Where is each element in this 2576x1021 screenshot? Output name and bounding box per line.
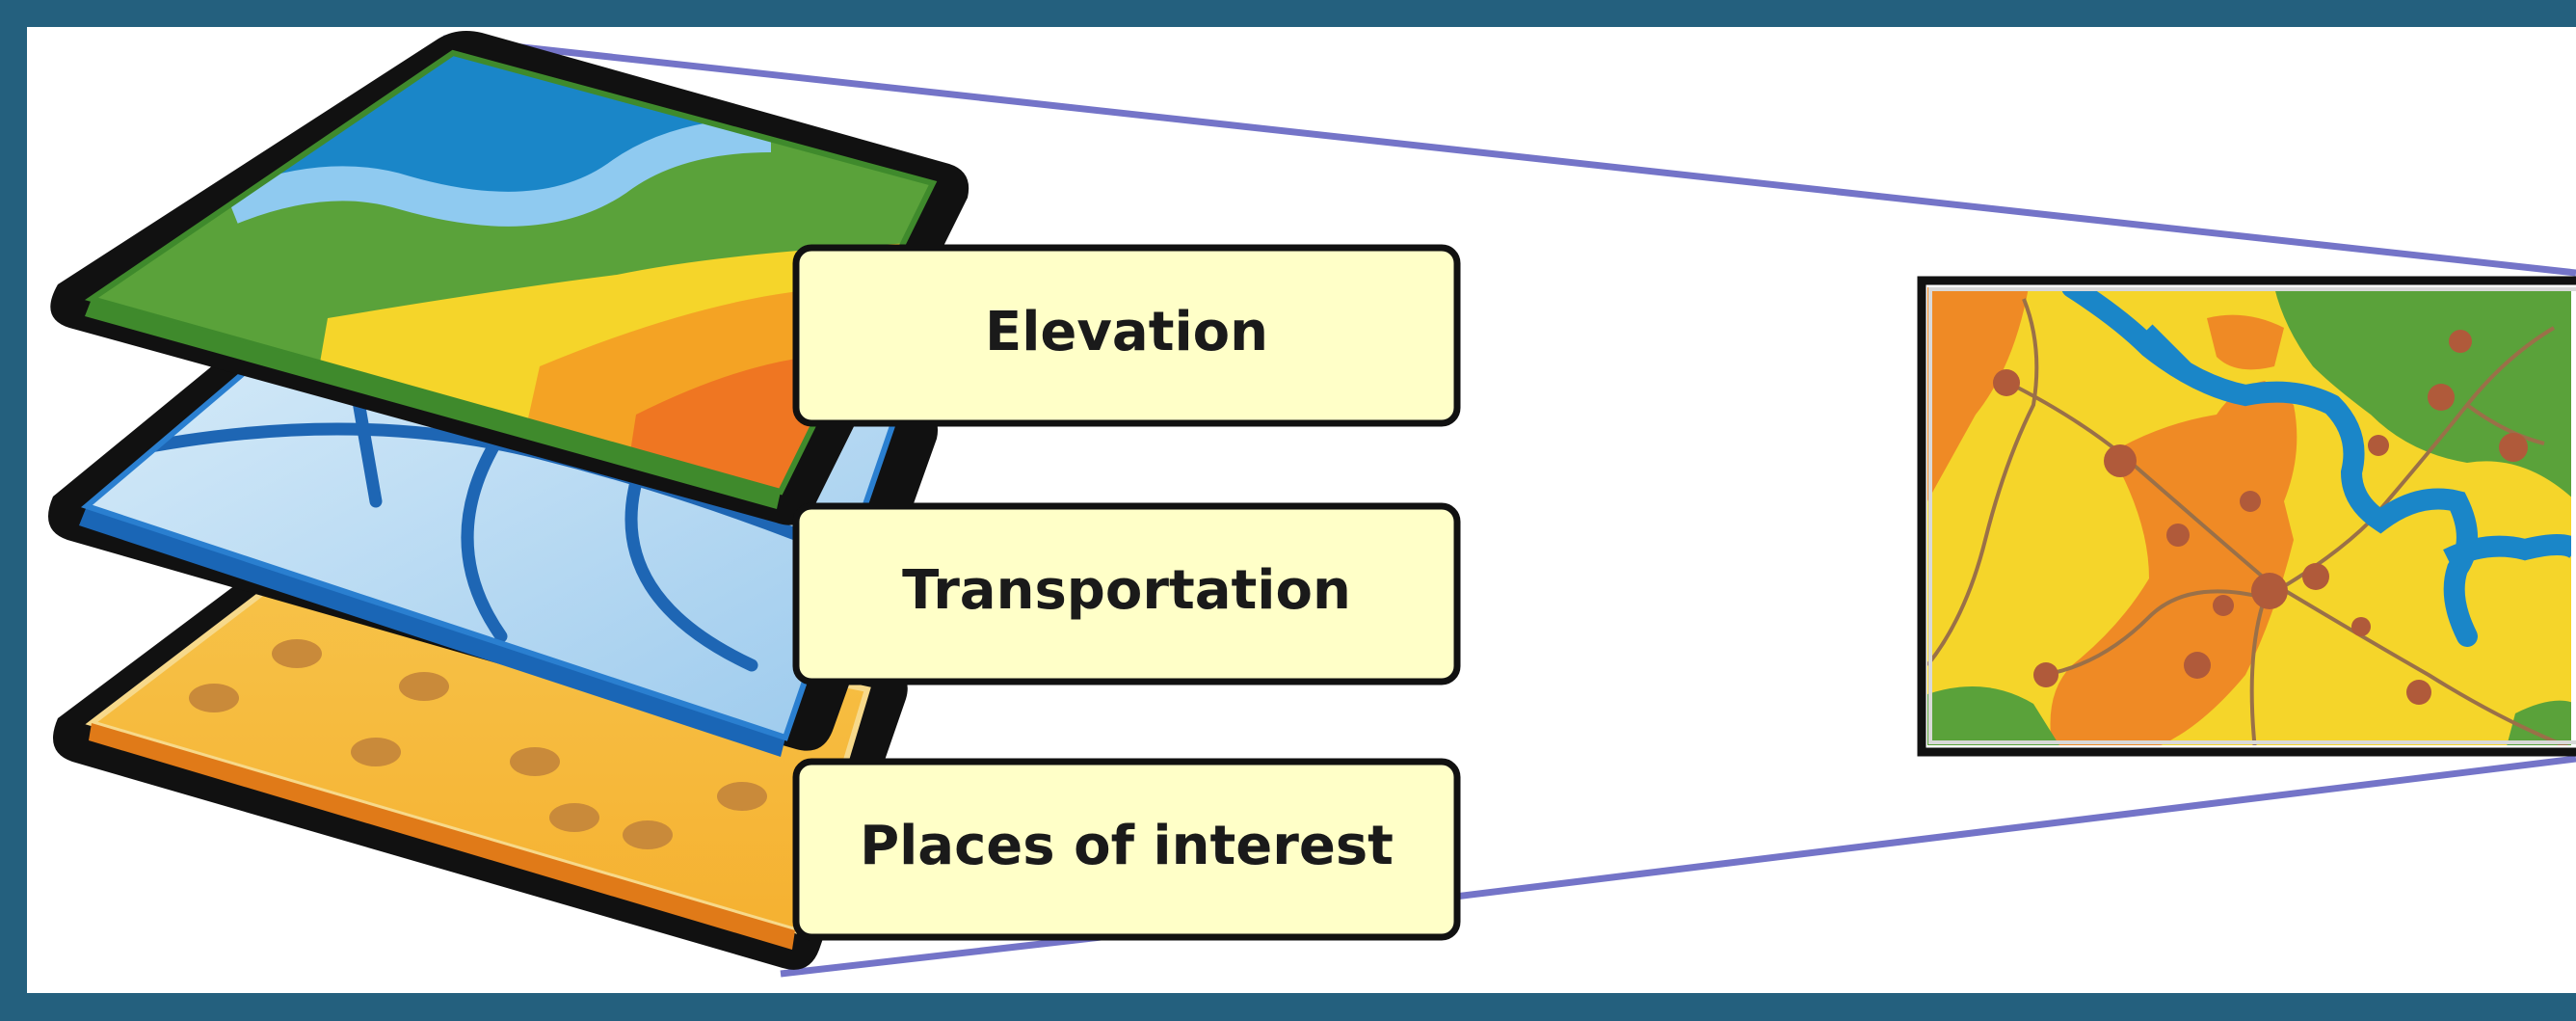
label-transportation: Transportation — [792, 502, 1461, 685]
label-elevation-text: Elevation — [985, 301, 1268, 363]
composite-map — [1917, 276, 2576, 757]
label-transportation-text: Transportation — [902, 559, 1351, 622]
label-places-of-interest: Places of interest — [792, 758, 1461, 941]
connector-line-bottom-right — [1454, 755, 2576, 900]
poi-dots — [189, 639, 767, 849]
label-places-of-interest-text: Places of interest — [860, 815, 1394, 877]
label-elevation: Elevation — [792, 244, 1461, 427]
connector-line-top — [442, 35, 2576, 277]
